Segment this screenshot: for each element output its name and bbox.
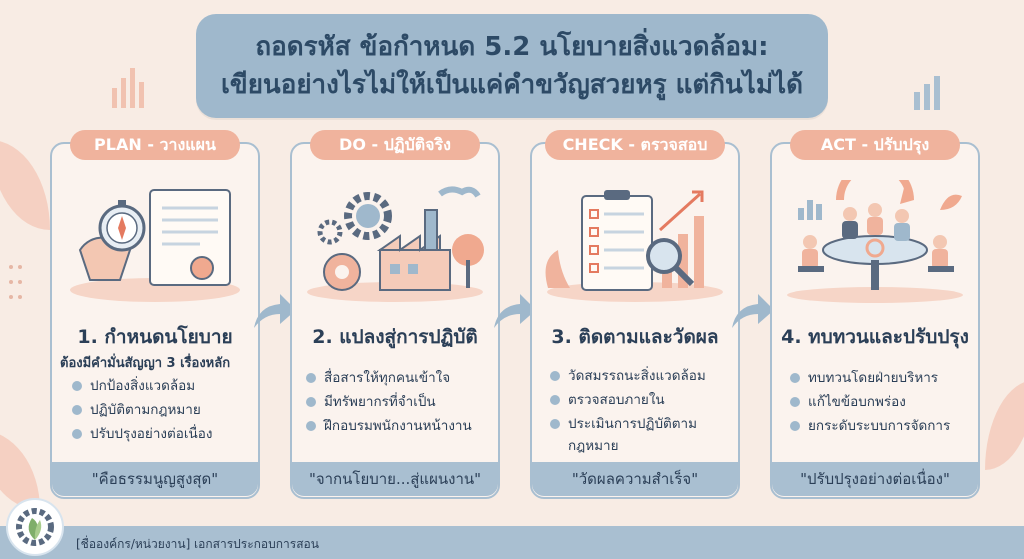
meeting-cycle-icon: [787, 180, 963, 303]
bullet-dot-icon: [72, 429, 82, 439]
flow-arrow-icon: [494, 294, 536, 328]
list-item: ปรับปรุงอย่างต่อเนื่อง: [72, 422, 212, 446]
compass-document-icon: [70, 189, 240, 302]
list-item-continued: กฎหมาย: [568, 438, 619, 454]
card-do-bullets: สื่อสารให้ทุกคนเข้าใจ มีทรัพยากรที่จำเป็…: [306, 366, 472, 438]
list-item: วัดสมรรถนะสิ่งแวดล้อม: [550, 364, 706, 388]
list-item: ตรวจสอบภายใน: [550, 388, 706, 412]
card-check-bullets: วัดสมรรถนะสิ่งแวดล้อม ตรวจสอบภายใน ประเม…: [550, 364, 706, 456]
leaf-decoration-right: [985, 380, 1024, 470]
bar-chart-decoration-icon: [112, 68, 144, 108]
card-plan-title: 1. กำหนดนโยบาย: [77, 326, 233, 348]
card-act-header: ACT - ปรับปรุง: [790, 130, 960, 160]
bullet-dot-icon: [72, 381, 82, 391]
card-plan-subtitle: ต้องมีคำมั่นสัญญา 3 เรื่องหลัก: [60, 356, 231, 371]
list-item: ประเมินการปฏิบัติตาม: [550, 412, 706, 436]
bullet-dot-icon: [550, 419, 560, 429]
dots-decoration-icon: [9, 265, 22, 299]
card-check-header: CHECK - ตรวจสอบ: [545, 130, 725, 160]
footer-bar: [0, 526, 1024, 559]
gear-leaf-logo-icon: [6, 498, 64, 556]
card-check-title: 3. ติดตามและวัดผล: [551, 326, 719, 348]
card-plan-header: PLAN - วางแผน: [70, 130, 240, 160]
card-check-quote: "วัดผลความสำเร็จ": [532, 462, 738, 496]
flow-arrow-icon: [732, 294, 774, 328]
list-item: ปกป้องสิ่งแวดล้อม: [72, 374, 212, 398]
bullet-dot-icon: [306, 373, 316, 383]
list-item: ปฏิบัติตามกฎหมาย: [72, 398, 212, 422]
title-line-2: เขียนอย่างไรไม่ให้เป็นแค่คำขวัญสวยหรู แต…: [221, 70, 803, 100]
list-item: สื่อสารให้ทุกคนเข้าใจ: [306, 366, 472, 390]
bullet-dot-icon: [306, 397, 316, 407]
list-item: ทบทวนโดยฝ่ายบริหาร: [790, 366, 950, 390]
bullet-dot-icon: [72, 405, 82, 415]
card-do-title: 2. แปลงสู่การปฏิบัติ: [312, 326, 478, 348]
card-plan-bullets: ปกป้องสิ่งแวดล้อม ปฏิบัติตามกฎหมาย ปรับป…: [72, 374, 212, 446]
card-do-quote: "จากนโยบาย...สู่แผนงาน": [292, 462, 498, 496]
footer-text: [ชื่อองค์กร/หน่วยงาน] เอกสารประกอบการสอน: [76, 537, 319, 551]
list-item: ยกระดับระบบการจัดการ: [790, 414, 950, 438]
bullet-dot-icon: [790, 373, 800, 383]
list-item: แก้ไขข้อบกพร่อง: [790, 390, 950, 414]
checklist-magnifier-icon: [545, 190, 723, 302]
title-banner: ถอดรหัส ข้อกำหนด 5.2 นโยบายสิ่งแวดล้อม: …: [196, 14, 828, 118]
list-item: มีทรัพยากรที่จำเป็น: [306, 390, 472, 414]
list-item: ฝึกอบรมพนักงานหน้างาน: [306, 414, 472, 438]
gears-factory-icon: [307, 186, 484, 302]
bar-chart-decoration-icon: [914, 76, 940, 110]
flow-arrow-icon: [254, 294, 296, 328]
bullet-dot-icon: [790, 397, 800, 407]
card-do-header: DO - ปฏิบัติจริง: [310, 130, 480, 160]
card-plan-quote: "คือธรรมนูญสูงสุด": [52, 462, 258, 496]
card-act-title: 4. ทบทวนและปรับปรุง: [781, 326, 969, 348]
leaf-decoration-left: [0, 140, 50, 230]
card-act-quote: "ปรับปรุงอย่างต่อเนื่อง": [772, 462, 978, 496]
bullet-dot-icon: [306, 421, 316, 431]
bullet-dot-icon: [550, 371, 560, 381]
title-line-1: ถอดรหัส ข้อกำหนด 5.2 นโยบายสิ่งแวดล้อม:: [255, 32, 769, 62]
bullet-dot-icon: [550, 395, 560, 405]
bullet-dot-icon: [790, 421, 800, 431]
card-act-bullets: ทบทวนโดยฝ่ายบริหาร แก้ไขข้อบกพร่อง ยกระด…: [790, 366, 950, 438]
